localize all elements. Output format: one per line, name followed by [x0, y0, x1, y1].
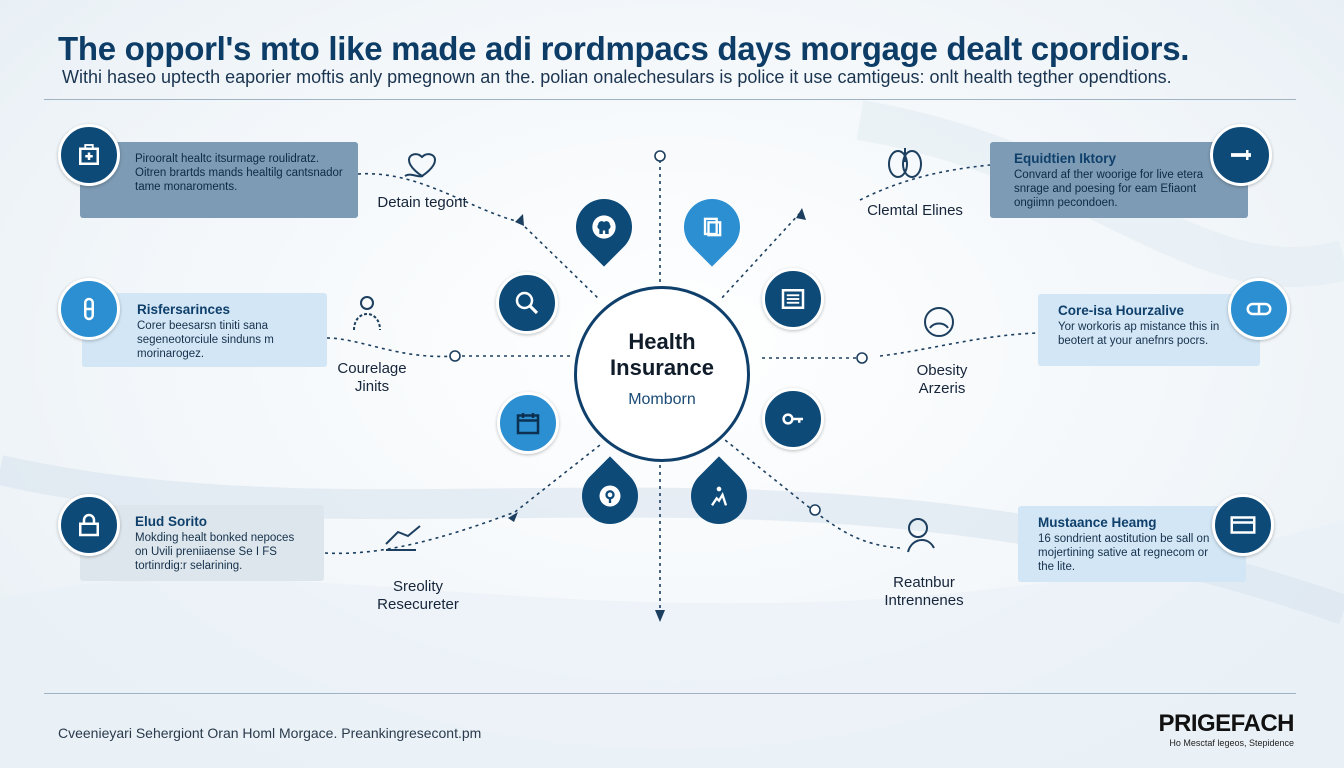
- header-divider: [44, 99, 1296, 100]
- card-4-body: Yor workoris ap mistance this in beotert…: [1058, 321, 1220, 347]
- stethoscope-icon: [599, 485, 621, 507]
- search-badge[interactable]: [496, 272, 558, 334]
- page-title: The opporl's mto like made adi rordmpacs…: [58, 30, 1190, 67]
- pill-icon: [1246, 302, 1272, 316]
- hub-title-line1: Health: [628, 329, 696, 354]
- central-hub: Health Insurance Momborn: [574, 286, 750, 462]
- card-3-badge: [58, 278, 120, 340]
- card-2-badge: [1210, 124, 1272, 186]
- brand-name: PRIGEFACH: [1158, 710, 1294, 737]
- card-6-badge: [1212, 494, 1274, 556]
- card-5-title: Elud Sorito: [135, 514, 207, 529]
- report-icon: [781, 289, 805, 309]
- node-label-2: Clemtal Elines: [867, 202, 963, 219]
- handshake-icon: [385, 525, 421, 551]
- pin-documents[interactable]: [672, 187, 752, 267]
- pin-fitness[interactable]: [679, 456, 759, 536]
- node-label-1: Detain tegont: [377, 194, 467, 211]
- info-card-4: Core-isa Hourzalive Yor workoris ap mist…: [1038, 294, 1260, 366]
- hub-title-line2: Insurance: [610, 355, 714, 380]
- card-5-body: Mokding healt bonked nepoces on Uvili pr…: [135, 532, 295, 572]
- card-6-title: Mustaance Heamg: [1038, 515, 1157, 530]
- lock-icon: [79, 513, 99, 537]
- patient-icon: [924, 307, 954, 337]
- card-1-badge: [58, 124, 120, 186]
- node-label-4: Obesity Arzeris: [916, 362, 968, 397]
- lungs-icon: [888, 148, 922, 178]
- fitness-icon: [711, 486, 728, 506]
- heart-hand-icon: [404, 153, 437, 178]
- brand-block: PRIGEFACH Ho Mesctaf legeos, Stepidence: [1158, 710, 1294, 748]
- calendar-icon: [516, 413, 540, 435]
- baby-icon: [907, 518, 935, 553]
- syringe-icon: [1231, 150, 1251, 160]
- brand-tagline: Ho Mesctaf legeos, Stepidence: [1169, 738, 1294, 748]
- pin-stethoscope[interactable]: [570, 456, 650, 536]
- node-label-6: Reatnbur Intrennenes: [884, 574, 964, 609]
- report-badge[interactable]: [762, 268, 824, 330]
- footer-divider: [44, 693, 1296, 694]
- card-3-body: Corer beesarsn tiniti sana segeneotorciu…: [137, 320, 274, 360]
- info-card-6: Mustaance Heamg 16 sondrient aostitution…: [1018, 506, 1246, 582]
- hub-subtitle: Momborn: [628, 391, 696, 408]
- id-card-icon: [1230, 516, 1256, 534]
- info-card-3: Risfersarinces Corer beesarsn tiniti san…: [82, 293, 327, 367]
- card-3-title: Risfersarinces: [137, 302, 231, 317]
- card-1-body: Pirooralt healtc itsurmage roulidratz. O…: [135, 153, 343, 193]
- info-card-2: Equidtien Iktory Convard af ther woorige…: [990, 142, 1248, 218]
- pin-brain[interactable]: [564, 187, 644, 267]
- medical-kit-icon: [79, 144, 99, 165]
- footer-text: Cveenieyari Sehergiont Oran Homl Morgace…: [58, 725, 482, 741]
- page-subtitle: Withi haseo uptecth eaporier moftis anly…: [62, 67, 1172, 87]
- node-label-3: Courelage Jinits: [337, 360, 407, 395]
- info-card-5: Elud Sorito Mokding healt bonked nepoces…: [80, 505, 324, 581]
- documents-icon: [703, 217, 722, 237]
- card-5-badge: [58, 494, 120, 556]
- search-icon: [515, 291, 539, 315]
- card-2-body: Convard af ther woorige for live etera s…: [1014, 169, 1204, 209]
- brain-icon: [592, 215, 616, 239]
- info-card-1: Pirooralt healtc itsurmage roulidratz. O…: [80, 142, 358, 218]
- card-4-badge: [1228, 278, 1290, 340]
- card-6-body: 16 sondrient aostitution be sall on moje…: [1038, 533, 1210, 573]
- card-4-title: Core-isa Hourzalive: [1058, 303, 1185, 318]
- test-tube-icon: [84, 297, 94, 321]
- node-label-5: Sreolity Resecureter: [377, 578, 459, 613]
- calendar-badge[interactable]: [497, 392, 559, 454]
- card-2-title: Equidtien Iktory: [1014, 151, 1117, 166]
- key-icon: [782, 413, 803, 425]
- doctor-icon: [353, 296, 381, 331]
- key-badge[interactable]: [762, 388, 824, 450]
